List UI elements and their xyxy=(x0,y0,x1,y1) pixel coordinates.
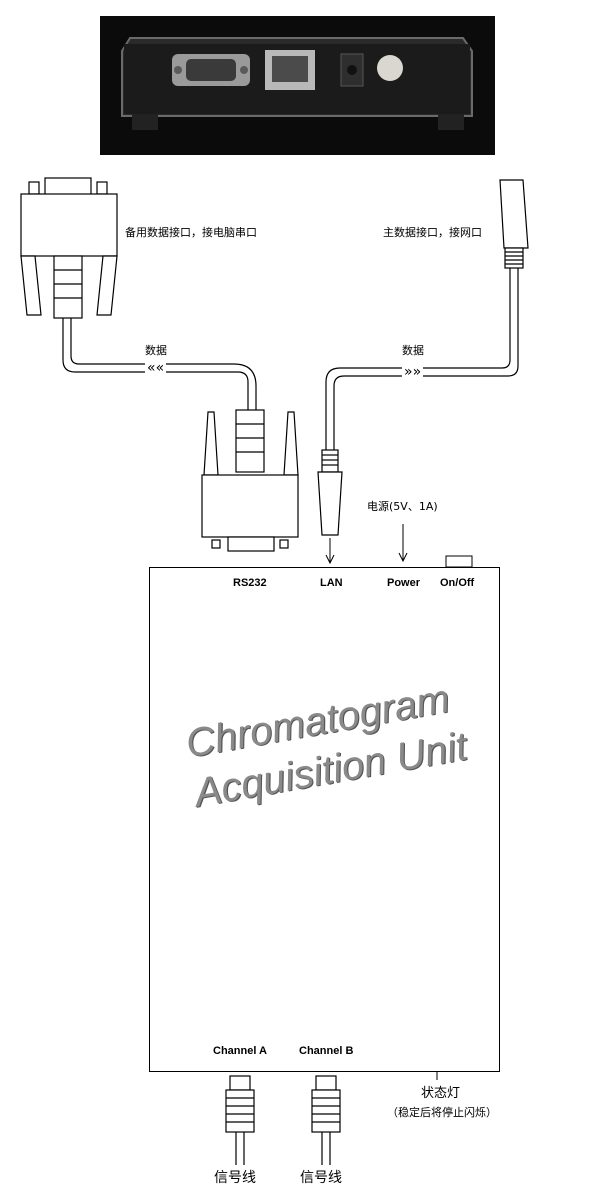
power-arrow-icon xyxy=(398,524,408,563)
rs232-port-label: RS232 xyxy=(233,577,267,589)
onoff-label: On/Off xyxy=(440,577,475,589)
device-back-photo-drawing xyxy=(100,16,495,155)
db9-connector-top xyxy=(20,177,118,319)
onoff-switch xyxy=(445,555,473,568)
status-note-label: （稳定后将停止闪烁） xyxy=(387,1106,497,1119)
lan-port-label: LAN xyxy=(320,577,343,589)
channel-a-label: Channel A xyxy=(213,1045,267,1057)
backup-port-label: 备用数据接口，接电脑串口 xyxy=(125,226,257,239)
left-data-arrow-icon: «« xyxy=(145,360,167,376)
rj45-connector-top xyxy=(499,179,529,269)
signal-line-a-label: 信号线 xyxy=(214,1170,256,1186)
power-port-label: Power xyxy=(387,577,421,589)
power-supply-label: 电源(5V、1A) xyxy=(367,500,438,513)
status-light-label: 状态灯 xyxy=(421,1086,461,1101)
db9-connector-device xyxy=(201,409,299,552)
lan-arrow-icon xyxy=(325,538,335,565)
right-data-arrow-icon: »» xyxy=(402,364,424,380)
signal-line-b-label: 信号线 xyxy=(300,1170,342,1186)
lan-cable xyxy=(325,268,511,450)
channel-b-label: Channel B xyxy=(299,1045,354,1057)
rj45-connector-device xyxy=(317,449,343,536)
device-back-photo xyxy=(100,16,495,155)
data-label-left: 数据 xyxy=(145,344,167,357)
channel-a-connector xyxy=(225,1075,255,1165)
channel-b-connector xyxy=(311,1075,341,1165)
data-label-right: 数据 xyxy=(402,344,424,357)
acquisition-unit-box xyxy=(149,567,500,1072)
main-port-label: 主数据接口，接网口 xyxy=(383,226,482,239)
